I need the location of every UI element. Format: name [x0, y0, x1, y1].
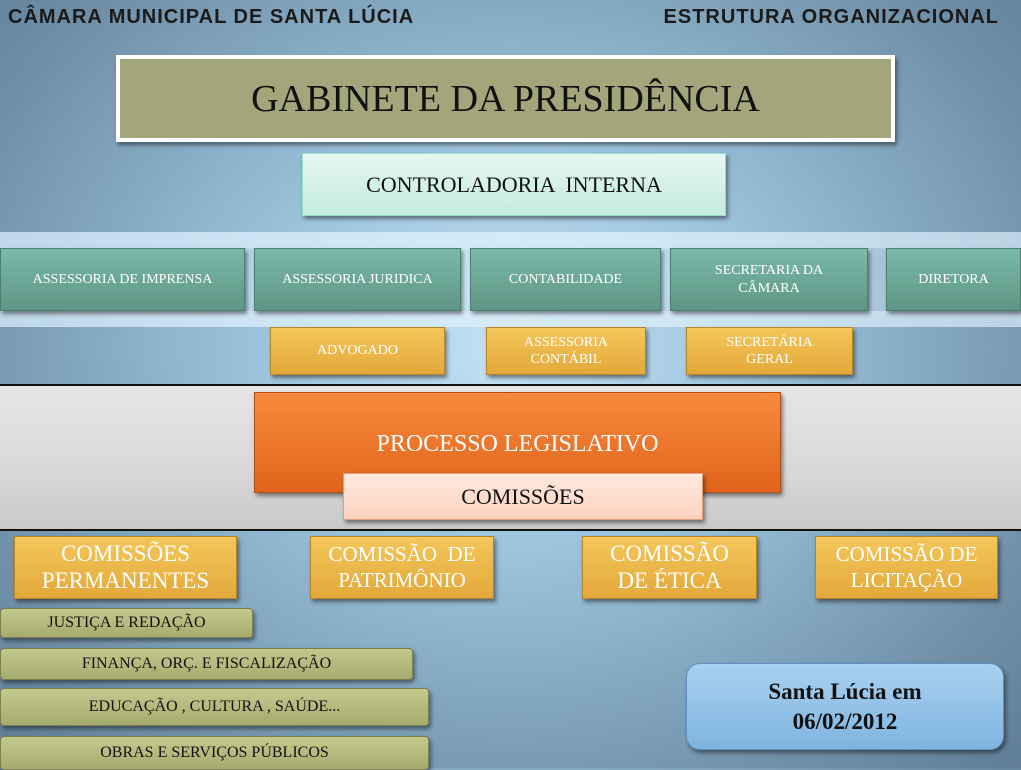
comissao-licitacao-box: COMISSÃO DE LICITAÇÃO [815, 536, 998, 599]
assessoria-imprensa-box: ASSESSORIA DE IMPRENSA [0, 248, 245, 311]
date-line-1: Santa Lúcia em [768, 678, 922, 704]
diretora-box: DIRETORA [886, 248, 1021, 311]
advogado-box: ADVOGADO [270, 327, 445, 375]
comissoes-permanentes-box: COMISSÕES PERMANENTES [14, 536, 237, 599]
date-box: Santa Lúcia em 06/02/2012 [686, 663, 1004, 750]
financa-fiscalizacao-box: FINANÇA, ORÇ. E FISCALIZAÇÃO [0, 648, 413, 680]
secretaria-camara-box: SECRETARIA DA CÂMARA [670, 248, 868, 311]
comissoes-box: COMISSÕES [343, 473, 703, 520]
assessoria-contabil-box: ASSESSORIA CONTÁBIL [486, 327, 646, 375]
justica-redacao-box: JUSTIÇA E REDAÇÃO [0, 608, 253, 638]
assessoria-juridica-box: ASSESSORIA JURIDICA [254, 248, 461, 311]
secretaria-geral-box: SECRETÁRIA GERAL [686, 327, 853, 375]
controladoria-interna-box: CONTROLADORIA INTERNA [302, 153, 726, 216]
comissao-patrimonio-box: COMISSÃO DE PATRIMÔNIO [310, 536, 494, 599]
gabinete-presidencia-box: GABINETE DA PRESIDÊNCIA [116, 55, 895, 142]
comissao-etica-box: COMISSÃO DE ÉTICA [582, 536, 757, 599]
header-chamber-title: CÂMARA MUNICIPAL DE SANTA LÚCIA [8, 6, 415, 28]
obras-servicos-publicos-box: OBRAS E SERVIÇOS PÚBLICOS [0, 736, 429, 770]
header-structure-title: ESTRUTURA ORGANIZACIONAL [663, 6, 999, 28]
educacao-cultura-saude-box: EDUCAÇÃO , CULTURA , SAÚDE... [0, 688, 429, 726]
contabilidade-box: CONTABILIDADE [470, 248, 661, 311]
date-line-2: 06/02/2012 [792, 708, 898, 734]
